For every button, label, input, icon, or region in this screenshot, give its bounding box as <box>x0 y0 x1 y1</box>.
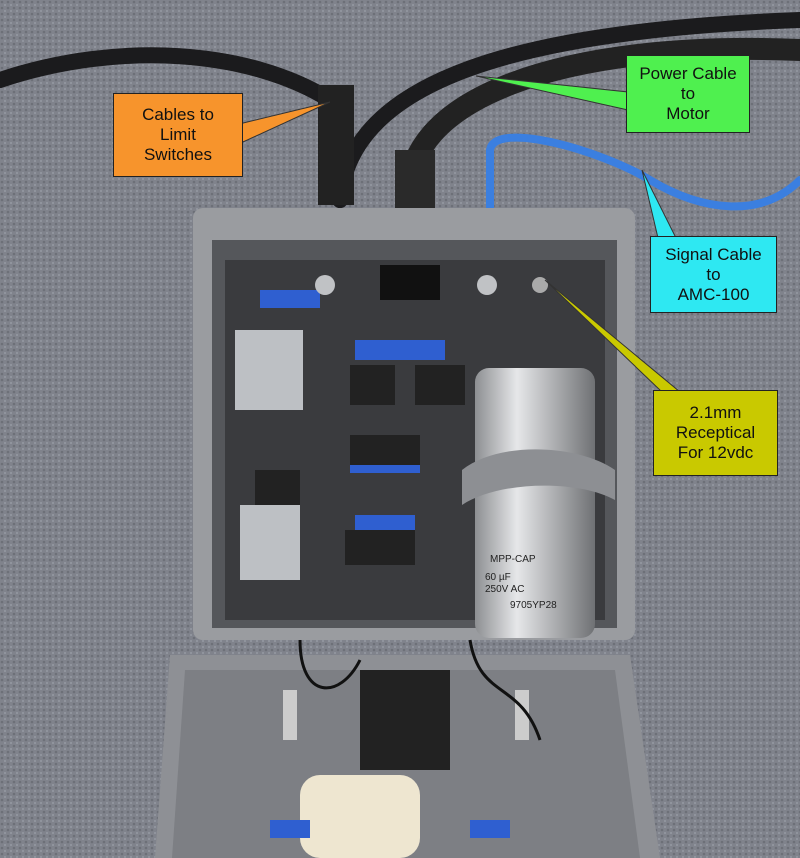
relay-1 <box>235 330 303 410</box>
callout-text: Cables to Limit Switches <box>142 105 214 164</box>
callout-text: Power Cable to Motor <box>639 64 737 123</box>
callout-signal-cable: Signal Cable to AMC-100 <box>650 236 777 313</box>
callout-receptacle: 2.1mm Receptical For 12vdc <box>653 390 778 476</box>
enclosure-box: MPP-CAP 60 µF 250V AC 9705YP28 <box>193 208 635 640</box>
svg-text:60 µF: 60 µF <box>485 572 511 583</box>
callout-limit-switch-cables: Cables to Limit Switches <box>113 93 243 177</box>
svg-text:9705YP28: 9705YP28 <box>510 600 557 611</box>
capacitor <box>475 368 595 638</box>
switch <box>380 265 440 300</box>
callout-text: Signal Cable to AMC-100 <box>665 244 762 304</box>
capacitor-clamp <box>462 449 615 505</box>
relay-2 <box>240 505 300 580</box>
callout-power-cable: Power Cable to Motor <box>626 55 750 133</box>
svg-text:250V AC: 250V AC <box>485 584 524 595</box>
callout-text: 2.1mm Receptical For 12vdc <box>675 403 756 462</box>
svg-text:MPP-CAP: MPP-CAP <box>490 554 536 565</box>
enclosure-lid <box>155 639 660 858</box>
